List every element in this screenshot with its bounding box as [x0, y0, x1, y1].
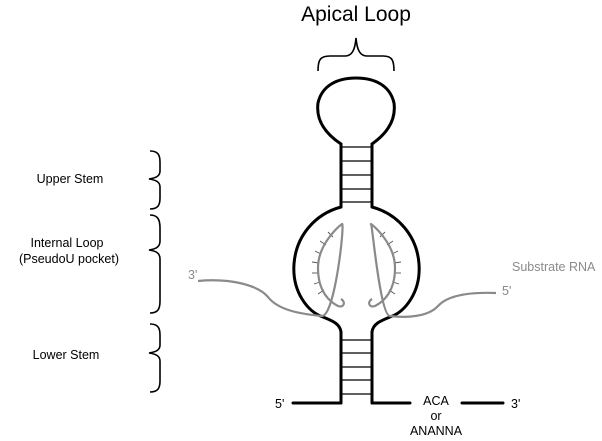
apical-loop [316, 76, 396, 146]
substrate-rna-right [368, 222, 497, 318]
lower-stem-label: Lower Stem [33, 348, 100, 362]
substrate-rna-label: Substrate RNA [512, 260, 596, 274]
aca-box-label: ACA [423, 394, 449, 408]
lower-stem-base-pairs [341, 339, 372, 395]
substrate-five-prime-label: 5' [502, 284, 511, 298]
lower-stem-brace [148, 323, 161, 393]
ananna-box-label: ANANNA [410, 424, 463, 438]
upper-stem-base-pairs [341, 146, 372, 203]
apical-loop-title: Apical Loop [301, 3, 411, 26]
substrate-three-prime-label: 3' [188, 268, 197, 282]
apical-loop-brace [317, 37, 395, 72]
pseudou-pocket-label: (PseudoU pocket) [19, 252, 119, 266]
internal-loop-left-strand [292, 205, 343, 334]
upper-stem-label: Upper Stem [37, 172, 104, 186]
internal-loop-label: Internal Loop [31, 236, 104, 250]
guide-three-prime-label: 3' [511, 397, 520, 411]
guide-five-prime-label: 5' [275, 397, 284, 411]
aca-box-or-label: or [430, 409, 441, 423]
internal-loop-right-strand [370, 205, 421, 334]
substrate-rna-left [197, 222, 345, 318]
internal-loop-brace [148, 214, 161, 314]
upper-stem-brace [148, 150, 161, 210]
